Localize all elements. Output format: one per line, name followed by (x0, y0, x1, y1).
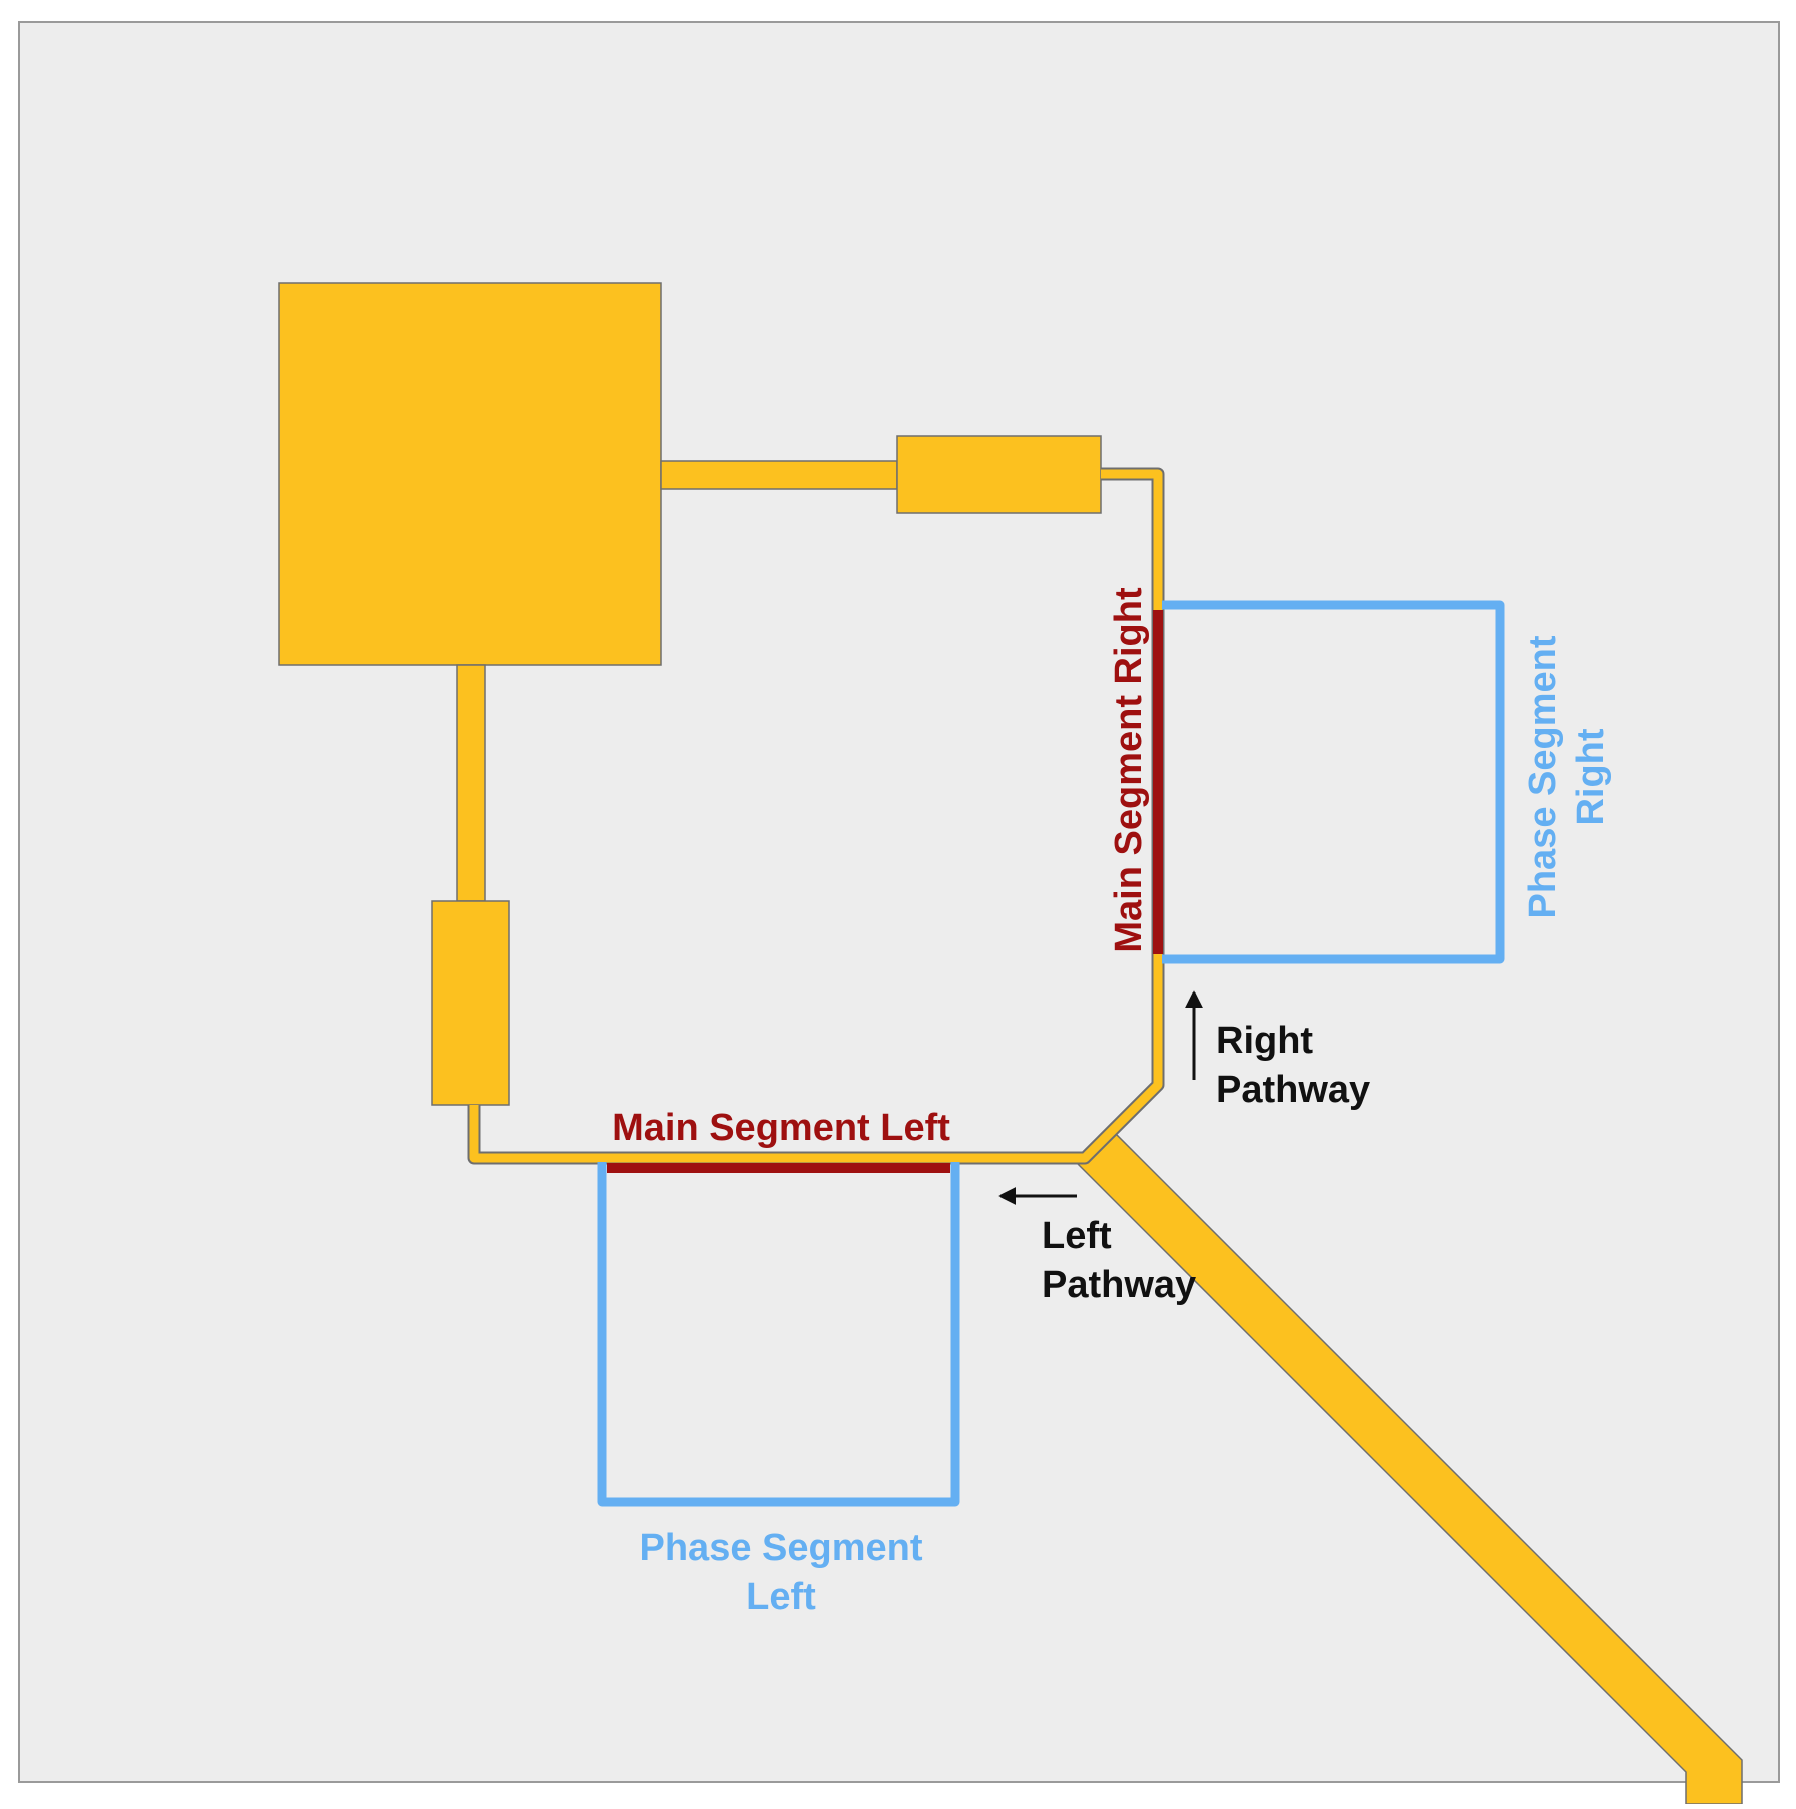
patch-left-connector (456, 664, 486, 902)
phase-segment-left-label-line1: Phase Segment (640, 1527, 923, 1569)
phase-segment-right (1162, 600, 1505, 964)
left-transformer-block (431, 900, 510, 1106)
patch-top-connector (660, 460, 898, 490)
main-segment-left-label: Main Segment Left (612, 1107, 950, 1149)
phase-segment-right-label-line2: Right (1570, 728, 1612, 825)
right-pathway-label-line1: Right (1216, 1020, 1313, 1062)
phase-segment-left (597, 1162, 960, 1507)
left-pathway-label-line1: Left (1042, 1215, 1112, 1257)
top-transformer-block (896, 435, 1102, 514)
phase-segment-right-label: Phase Segment Right (1522, 635, 1612, 918)
main-segment-right-label: Main Segment Right (1108, 587, 1150, 953)
right-pathway-label-line2: Pathway (1216, 1069, 1370, 1111)
phase-segment-left-label-line2: Left (746, 1576, 816, 1618)
square-patch (278, 282, 662, 666)
feed-loop (469, 469, 1163, 1163)
phase-segment-right-label-line1: Phase Segment (1522, 635, 1564, 918)
left-pathway-label-line2: Pathway (1042, 1264, 1196, 1306)
